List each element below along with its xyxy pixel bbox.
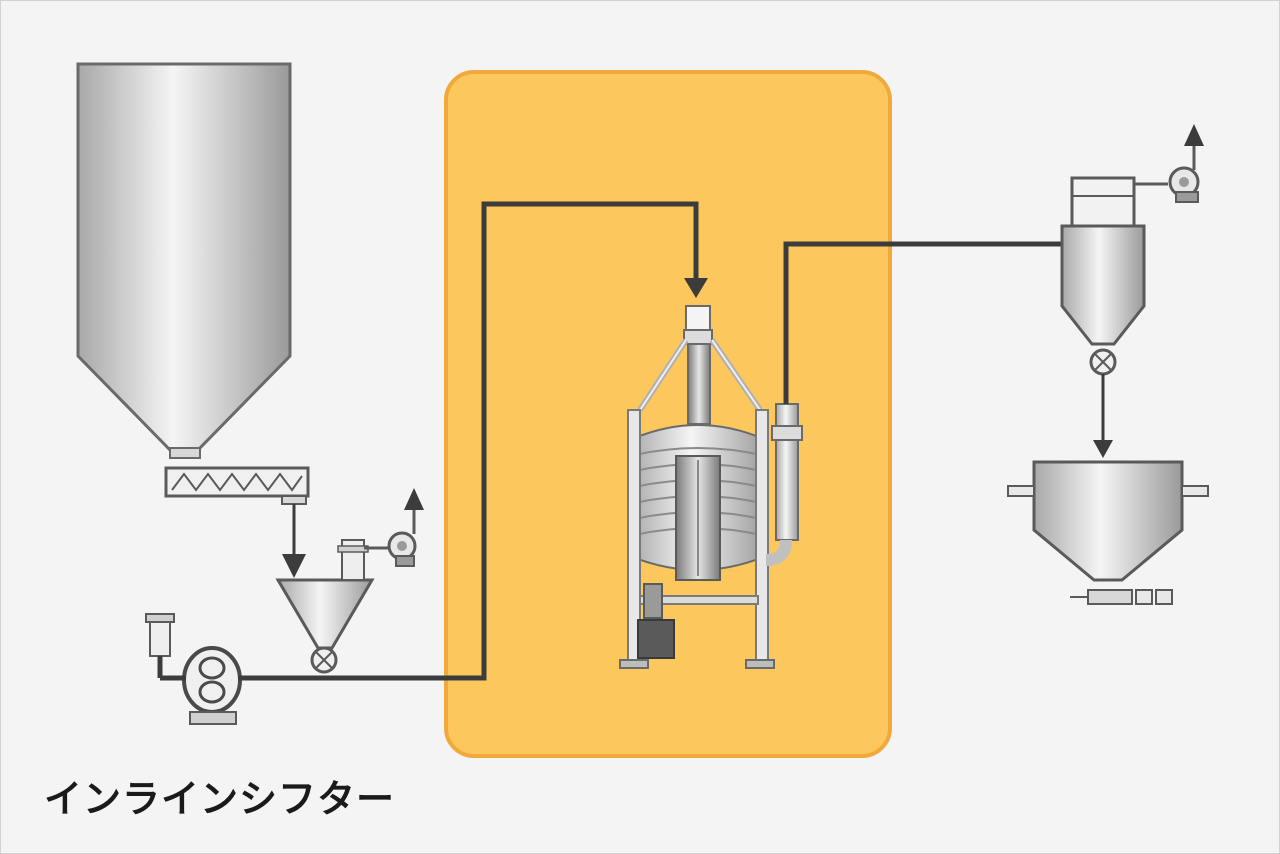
flow-arrow-into-sifter: [684, 278, 708, 298]
inline-sifter-icon: [619, 305, 803, 669]
cyclone-separator-icon: [1060, 176, 1146, 376]
screw-conveyor-icon: [164, 466, 310, 505]
rotary-valve-icon: [310, 646, 338, 674]
pump-icon: [145, 613, 242, 725]
exhaust-arrow-icon: [404, 488, 424, 510]
flow-arrowhead-to-hopper: [1093, 440, 1113, 458]
feed-hopper-icon: [275, 539, 375, 650]
pipe-pump-to-sifter: [238, 201, 699, 681]
silo-icon: [76, 62, 292, 459]
cyclone-exhaust-arrow-icon: [1184, 124, 1204, 146]
cyclone-blower-icon: [1134, 124, 1204, 203]
sifter-highlight-box: [444, 70, 892, 758]
diagram-caption: インラインシフター: [44, 777, 396, 821]
pipe-sifter-to-cyclone: [783, 241, 1062, 404]
blower-icon: [364, 488, 424, 567]
receiving-hopper-icon: [1007, 460, 1209, 605]
